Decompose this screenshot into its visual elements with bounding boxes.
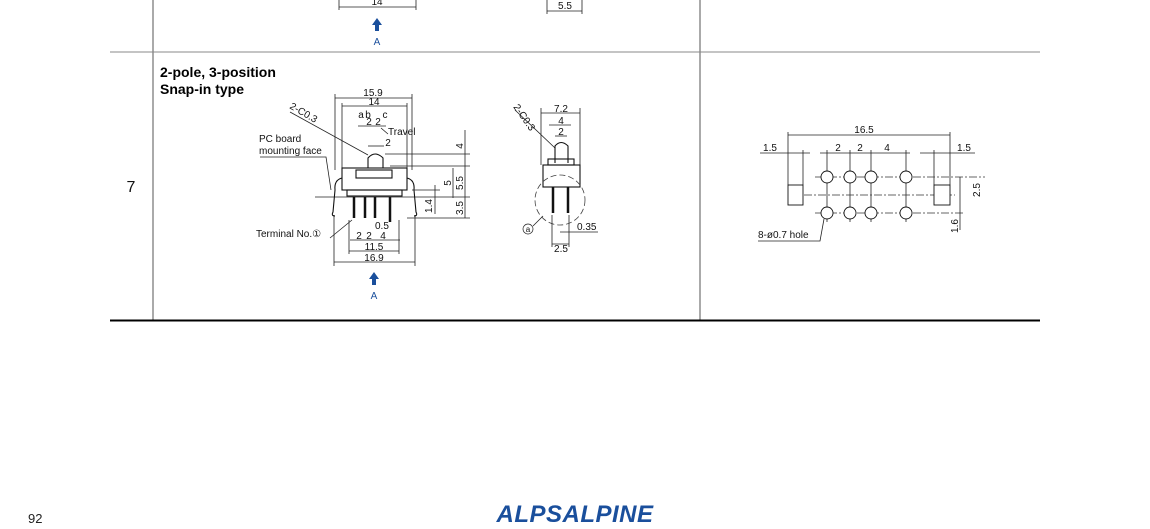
terminal-no-label: Terminal No.① [256, 229, 321, 240]
dim-1-5-right: 1.5 [957, 143, 971, 154]
pcb-label-2: mounting face [259, 146, 322, 157]
dim-4: 4 [455, 143, 466, 149]
dim-5-5: 5.5 [455, 176, 466, 190]
detail-a-marker: a [526, 225, 531, 234]
pitch-2: 2 [375, 117, 381, 128]
pin-pitch-4: 4 [380, 231, 386, 242]
previous-row-fragment: 14 5.5 A [338, 0, 583, 48]
dim-5-5-prev: 5.5 [558, 1, 572, 12]
product-title-line1: 2-pole, 3-position [160, 64, 276, 80]
hole-note: 8-ø0.7 hole [758, 230, 809, 241]
dim-14-prev: 14 [371, 0, 383, 8]
alpsalpine-logo: ALPSALPINE [495, 501, 654, 528]
view-arrow-label: A [374, 37, 381, 48]
dim-0-5: 0.5 [375, 221, 389, 232]
dim-5: 5 [443, 180, 454, 186]
front-view-drawing: 15.9 14 a b c 2 2 Travel 2 2-C0.3 PC boa… [256, 88, 470, 302]
dim-11-5: 11.5 [365, 242, 384, 253]
dim-14: 14 [368, 97, 380, 108]
product-title-line2: Snap-in type [160, 81, 244, 97]
pin-pitch-2b: 2 [366, 231, 372, 242]
dim-1-5-left: 1.5 [763, 143, 777, 154]
view-arrow-icon [369, 272, 379, 285]
pcb-footprint-drawing: 16.5 1.5 1.5 2 2 4 2.5 1.6 8-ø0.7 hole [758, 125, 985, 242]
dim-16-5: 16.5 [854, 125, 874, 136]
dim-0-35: 0.35 [577, 222, 597, 233]
row-number: 7 [127, 179, 136, 196]
position-a: a [358, 110, 364, 121]
side-view-drawing: 7.2 4 2 2-C0.3 a 0.35 2.5 [511, 102, 598, 255]
page-number: 92 [28, 511, 42, 526]
dim-7-2: 7.2 [554, 104, 568, 115]
pitch-2a: 2 [835, 143, 841, 154]
dim-16-9: 16.9 [364, 253, 384, 264]
dim-4-side: 4 [558, 116, 564, 127]
pin-pitch-2a: 2 [356, 231, 362, 242]
dim-1-6: 1.6 [950, 219, 961, 233]
dim-2-side: 2 [558, 127, 564, 138]
dim-15-9: 15.9 [363, 88, 383, 99]
dim-2-5-side: 2.5 [554, 244, 568, 255]
dim-3-5: 3.5 [455, 201, 466, 215]
knob-width: 2 [385, 138, 391, 149]
travel-label: Travel [388, 127, 415, 138]
pcb-label-1: PC board [259, 134, 301, 145]
position-b: b [365, 110, 371, 121]
pitch-1: 2 [366, 117, 372, 128]
position-c: c [383, 110, 388, 121]
pitch-4: 4 [884, 143, 890, 154]
pitch-2b: 2 [857, 143, 863, 154]
view-arrow-label: A [371, 291, 378, 302]
view-arrow-icon [372, 18, 382, 31]
dim-2-5: 2.5 [972, 183, 983, 197]
dim-1-4: 1.4 [424, 199, 435, 213]
